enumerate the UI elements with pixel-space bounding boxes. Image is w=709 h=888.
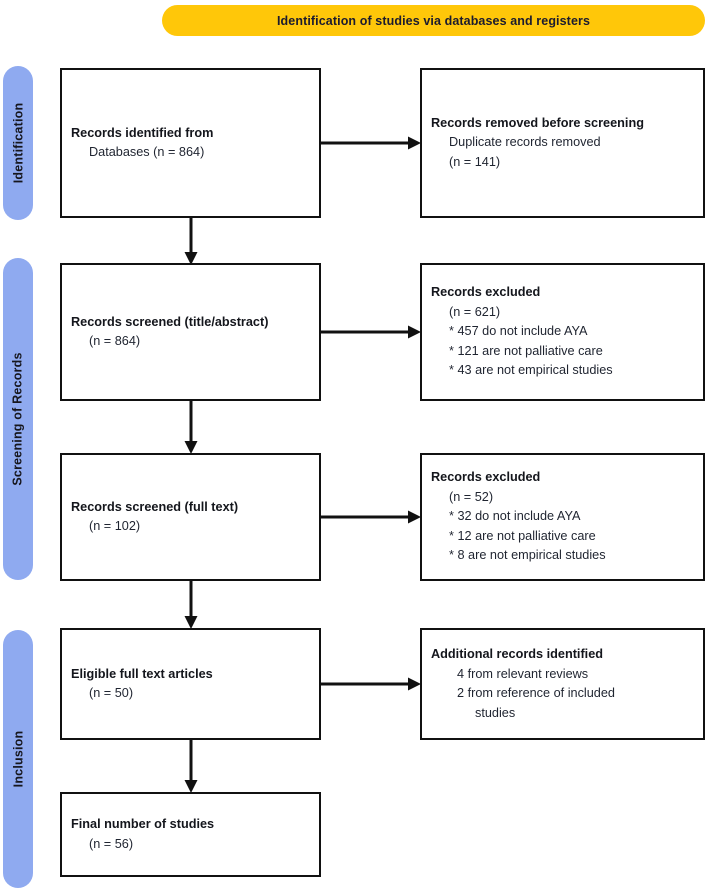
- arrow-eligible-to-final: [180, 738, 202, 794]
- node-eligible-full-text-articles-title: Eligible full text articles: [71, 666, 213, 681]
- node-records-screened-title-abstract-title: Records screened (title/abstract): [71, 314, 269, 329]
- arrow-screened-full-to-eligible: [180, 579, 202, 630]
- node-eligible-full-text-articles-line-1: (n = 50): [89, 686, 134, 700]
- stage-label-identification-text: Identification: [11, 102, 26, 184]
- node-final-number-of-studies-line-1: (n = 56): [89, 836, 134, 851]
- arrow-identified-to-screened-title: [180, 216, 202, 266]
- node-final-number-of-studies-title: Final number of studies: [71, 817, 215, 831]
- node-records-excluded-full-text-line-1: (n = 52): [449, 489, 494, 504]
- node-records-removed-line-1: Duplicate records removed: [449, 135, 601, 150]
- node-records-screened-full-text-line-1: (n = 102): [89, 519, 141, 533]
- node-final-number-of-studies: Final number of studies (n = 56): [60, 792, 321, 877]
- node-records-screened-title-abstract: Records screened (title/abstract) (n = 8…: [60, 263, 321, 401]
- node-records-screened-full-text: Records screened (full text) (n = 102): [60, 453, 321, 581]
- node-records-excluded-screening-line-2: * 457 do not include AYA: [449, 324, 588, 339]
- node-records-removed-line-2: (n = 141): [449, 154, 501, 169]
- node-records-excluded-full-text: Records excluded (n = 52) * 32 do not in…: [420, 453, 705, 581]
- stage-label-screening: Screening of Records: [3, 258, 33, 580]
- node-records-excluded-full-text-line-3: * 12 are not palliative care: [449, 528, 596, 543]
- node-records-identified: Records identified from Databases (n = 8…: [60, 68, 321, 218]
- banner-title: Identification of studies via databases …: [276, 13, 591, 28]
- arrow-screened-full-to-excluded: [319, 506, 423, 528]
- arrow-identified-to-removed: [319, 132, 423, 154]
- node-records-identified-line-1: Databases (n = 864): [89, 145, 205, 159]
- node-additional-records-line-3: studies: [475, 705, 516, 720]
- node-eligible-full-text-articles: Eligible full text articles (n = 50): [60, 628, 321, 740]
- stage-label-inclusion-text: Inclusion: [11, 730, 26, 788]
- node-additional-records-line-1: 4 from relevant reviews: [457, 666, 589, 681]
- stage-label-identification: Identification: [3, 66, 33, 220]
- node-records-excluded-screening-line-1: (n = 621): [449, 304, 501, 319]
- node-records-excluded-full-text-title: Records excluded: [431, 470, 541, 485]
- node-records-removed-title: Records removed before screening: [431, 115, 644, 130]
- node-records-excluded-full-text-line-4: * 8 are not empirical studies: [449, 548, 606, 563]
- node-records-excluded-full-text-line-2: * 32 do not include AYA: [449, 509, 581, 524]
- node-records-excluded-screening-line-3: * 121 are not palliative care: [449, 343, 603, 358]
- node-records-excluded-screening: Records excluded (n = 621) * 457 do not …: [420, 263, 705, 401]
- node-records-identified-title: Records identified from: [71, 125, 214, 140]
- node-records-screened-title-abstract-line-1: (n = 864): [89, 334, 141, 348]
- arrow-screened-title-to-screened-full: [180, 399, 202, 455]
- arrow-screened-title-to-excluded: [319, 321, 423, 343]
- arrow-eligible-to-additional: [319, 673, 423, 695]
- node-additional-records-identified: Additional records identified 4 from rel…: [420, 628, 705, 740]
- stage-label-screening-text: Screening of Records: [11, 352, 26, 486]
- node-additional-records-title: Additional records identified: [431, 647, 603, 661]
- node-records-removed-before-screening: Records removed before screening Duplica…: [420, 68, 705, 218]
- stage-label-inclusion: Inclusion: [3, 630, 33, 888]
- node-records-excluded-screening-line-4: * 43 are not empirical studies: [449, 363, 613, 378]
- node-records-excluded-screening-title: Records excluded: [431, 285, 541, 300]
- node-additional-records-line-2: 2 from reference of included: [457, 686, 615, 700]
- node-records-screened-full-text-title: Records screened (full text): [71, 499, 239, 514]
- header-banner: Identification of studies via databases …: [162, 5, 705, 36]
